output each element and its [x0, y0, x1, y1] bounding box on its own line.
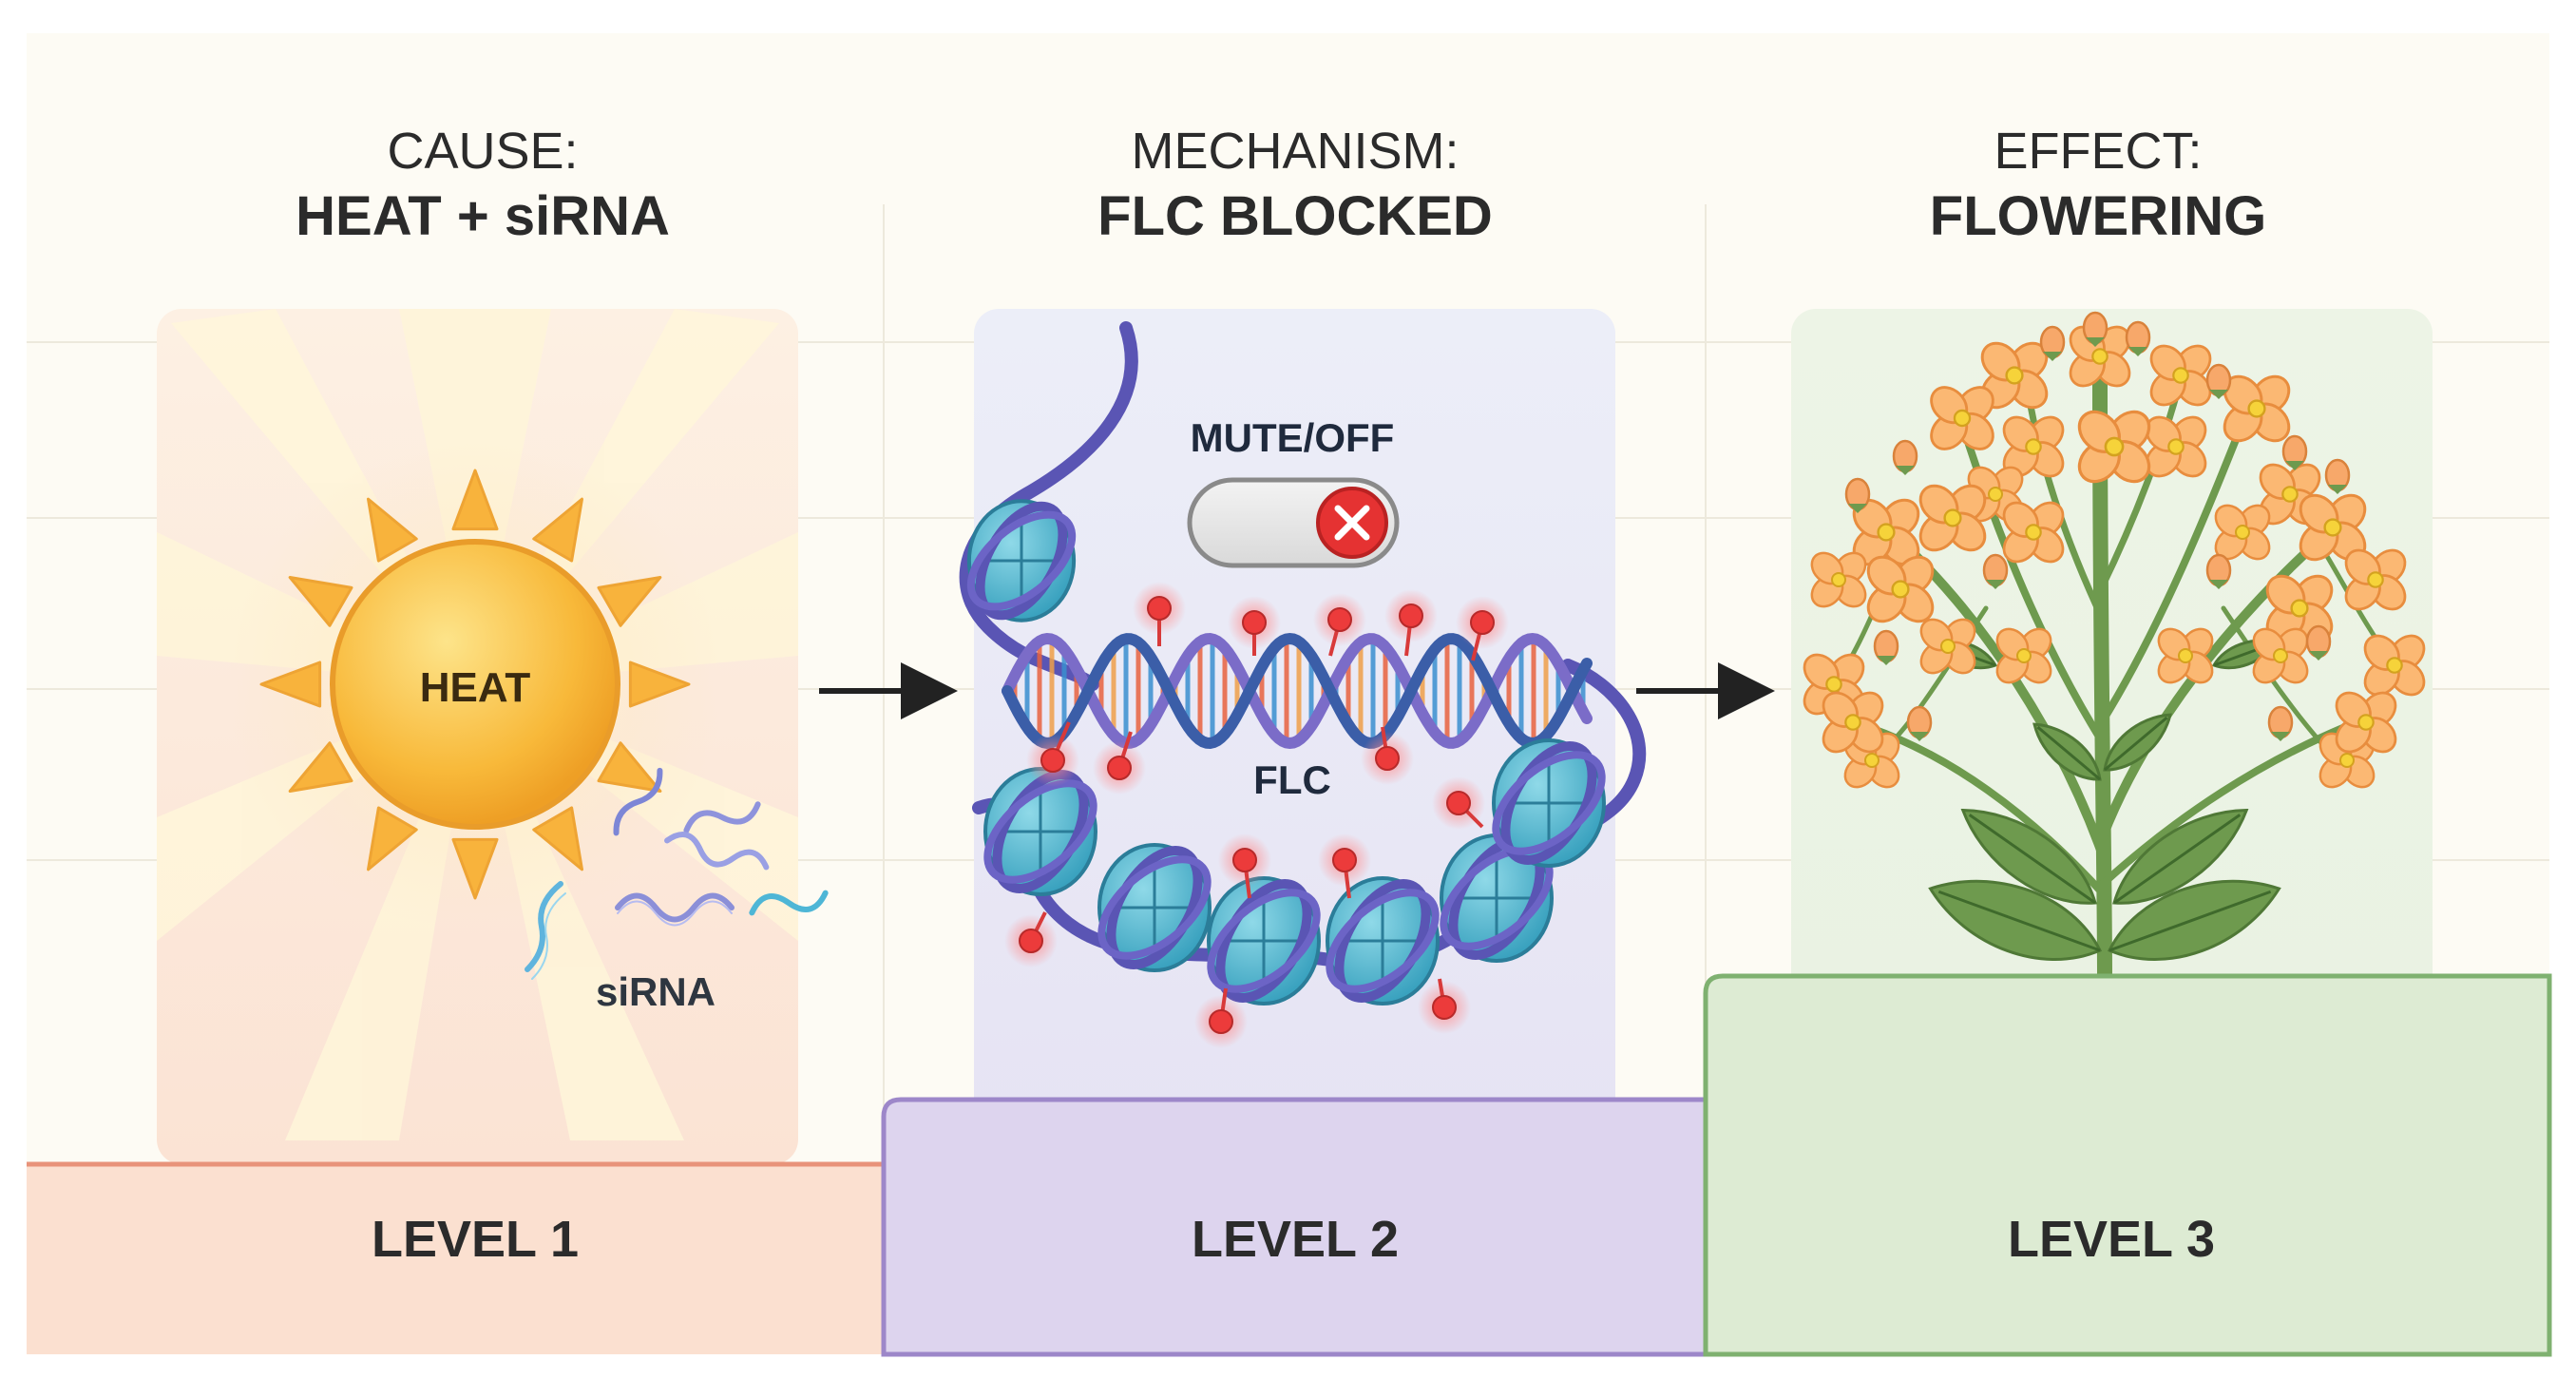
methylation-marks [1004, 582, 1509, 1048]
level-1-label: LEVEL 1 [372, 1211, 579, 1268]
nucleosome-icon [966, 499, 1606, 1006]
mechanism-title: FLC BLOCKED [1097, 185, 1493, 247]
gene-label: FLC [1253, 757, 1331, 802]
switch-label: MUTE/OFF [1191, 415, 1395, 460]
level-1-step [27, 1164, 884, 1354]
dna-helix-icon [1002, 632, 1593, 750]
level-3-label: LEVEL 3 [2008, 1211, 2215, 1268]
level-2-label: LEVEL 2 [1192, 1211, 1399, 1268]
level-2-step [881, 1097, 1708, 1357]
effect-prefix: EFFECT: [1994, 123, 2202, 180]
toggle-switch-icon [1187, 477, 1400, 568]
sirna-icon [525, 767, 829, 980]
sun-icon [259, 469, 691, 900]
mechanism-prefix: MECHANISM: [1131, 123, 1459, 180]
cause-title: HEAT + siRNA [296, 185, 670, 247]
flowering-plant-icon [1803, 311, 2426, 986]
level-3-step [1703, 973, 2552, 1357]
effect-title: FLOWERING [1930, 185, 2266, 247]
cause-prefix: CAUSE: [387, 123, 578, 180]
sirna-label: siRNA [596, 969, 716, 1014]
sun-label: HEAT [420, 664, 531, 711]
